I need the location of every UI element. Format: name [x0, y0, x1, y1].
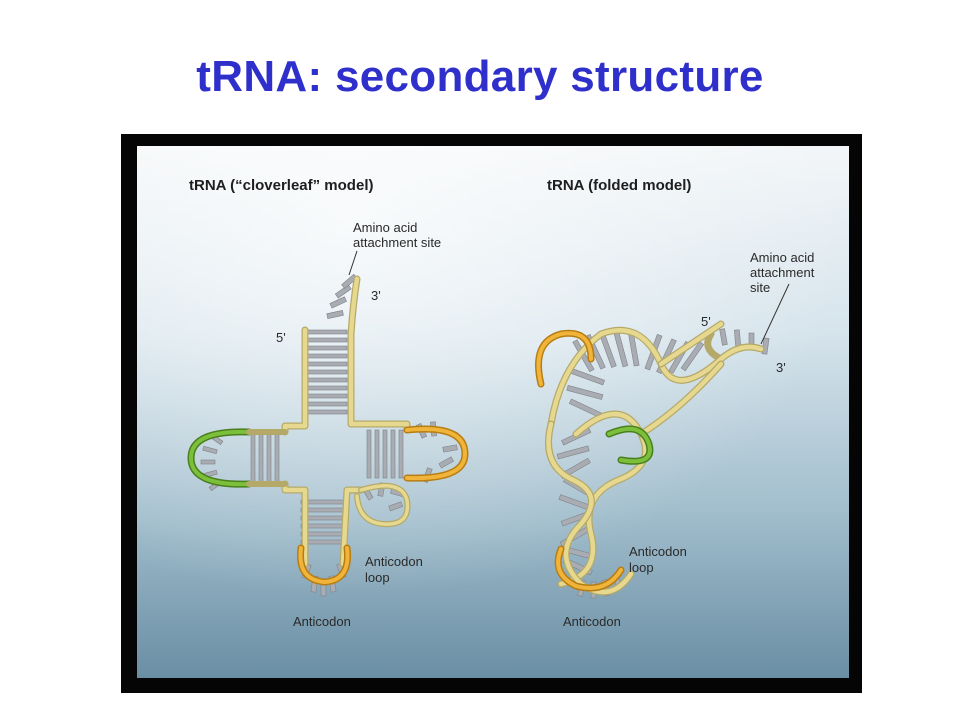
folded-amino-label-1: Amino acid	[750, 250, 814, 265]
folded-amino-pointer	[760, 283, 790, 345]
trna-diagram: tRNA (“cloverleaf” model) tRNA (folded m…	[137, 146, 849, 678]
folded-anticodon-loop-label-1: Anticodon	[629, 544, 687, 559]
anticodon-loop-label-2: loop	[365, 570, 390, 585]
amino-pointer	[348, 250, 358, 276]
folded-amino-label-3: site	[750, 280, 770, 295]
folded-anticodon-label: Anticodon	[563, 614, 621, 629]
acceptor-tail-bases	[326, 273, 358, 319]
amino-site-label-2: attachment site	[353, 235, 441, 250]
three-prime-label: 3'	[371, 288, 381, 303]
folded-five-prime-label: 5'	[701, 314, 711, 329]
folded-model: Amino acid attachment site 5' 3' Anticod…	[535, 250, 815, 629]
cloverleaf-backbone	[187, 275, 469, 586]
t-stem	[366, 429, 404, 479]
five-prime-label: 5'	[276, 330, 286, 345]
cloverleaf-title: tRNA (“cloverleaf” model)	[189, 177, 373, 194]
slide-title: tRNA: secondary structure	[196, 52, 764, 101]
cloverleaf-model: Amino acid attachment site 3' 5' Anticod…	[187, 220, 469, 629]
folded-anticodon-loop-label-2: loop	[629, 560, 654, 575]
folded-backbone	[535, 320, 765, 596]
folded-amino-label-2: attachment	[750, 265, 815, 280]
figure-frame: tRNA (“cloverleaf” model) tRNA (folded m…	[121, 134, 862, 693]
anticodon-label: Anticodon	[293, 614, 351, 629]
amino-site-label-1: Amino acid	[353, 220, 417, 235]
anticodon-loop-label-1: Anticodon	[365, 554, 423, 569]
folded-title: tRNA (folded model)	[547, 177, 691, 194]
folded-three-prime-label: 3'	[776, 360, 786, 375]
